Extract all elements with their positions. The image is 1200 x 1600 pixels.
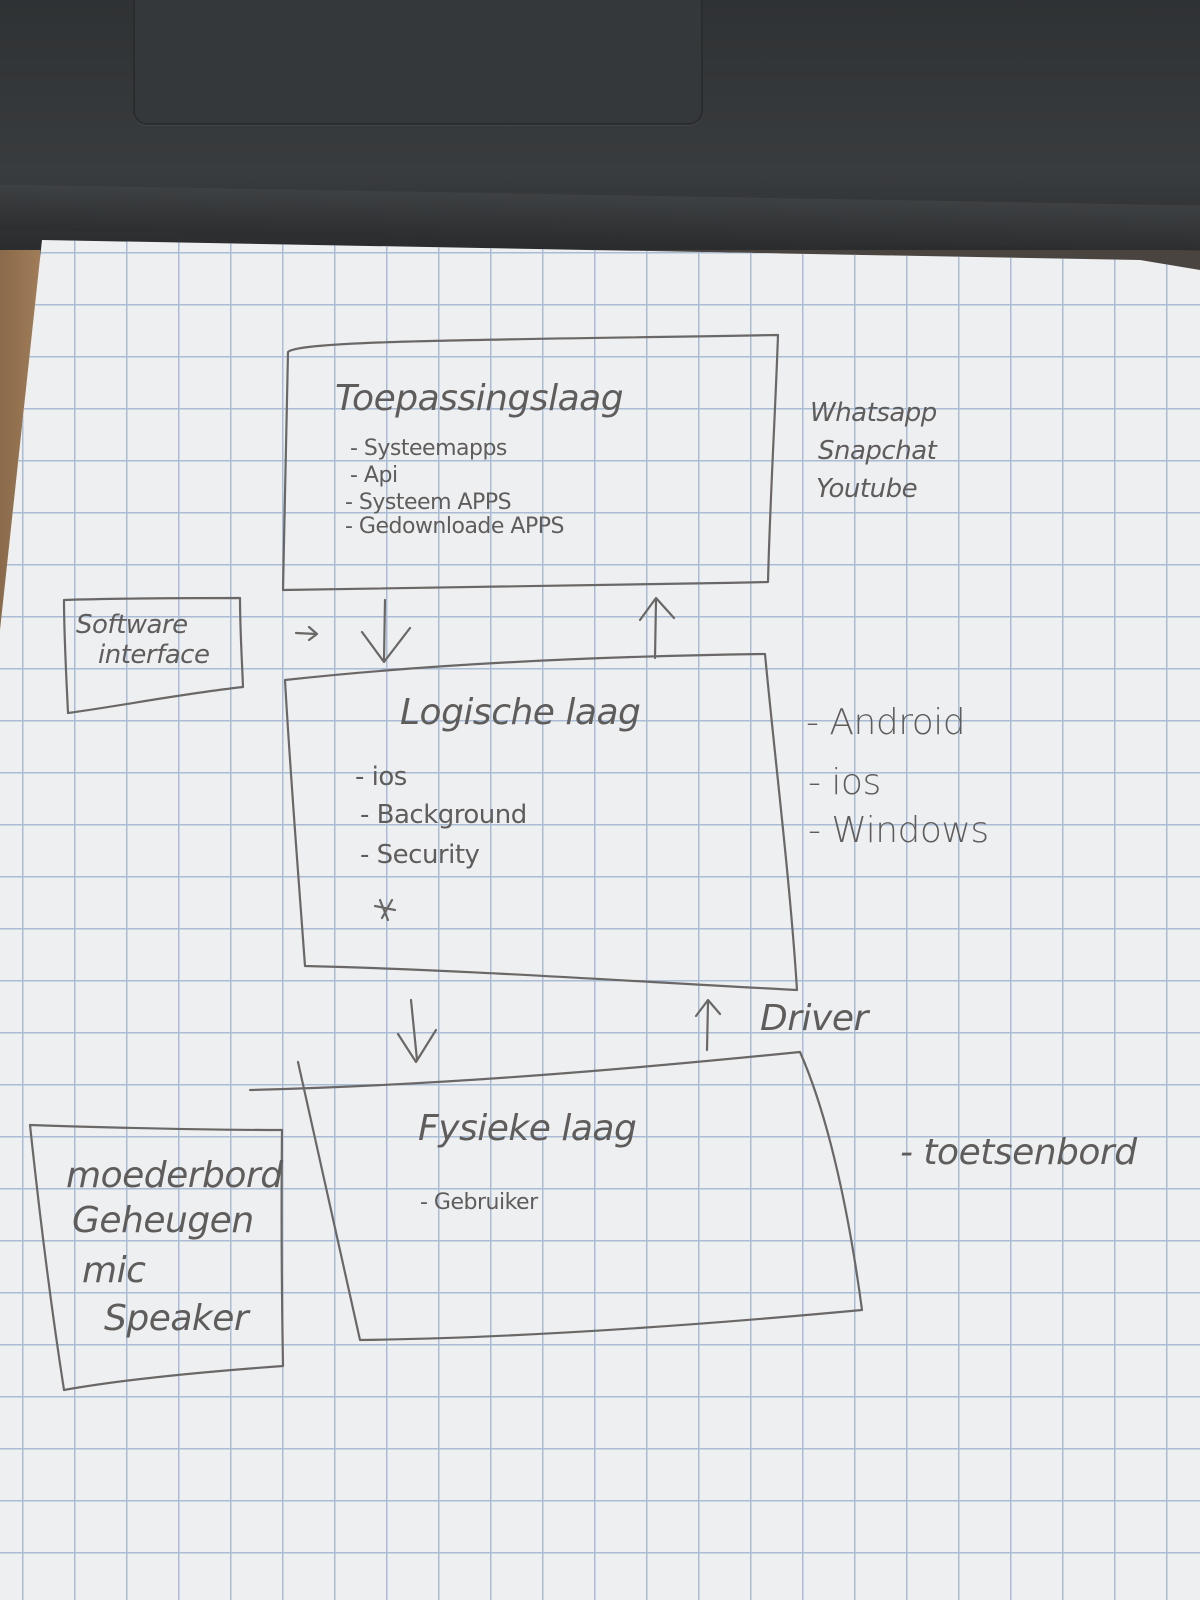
application-layer-title: Toepassingslaag bbox=[335, 378, 624, 419]
arrow-down-1 bbox=[360, 598, 412, 664]
os-example: - Android bbox=[806, 702, 966, 743]
physical-layer-item: - Gebruiker bbox=[420, 1190, 538, 1215]
logical-layer-item: - Background bbox=[360, 800, 527, 830]
application-layer-box bbox=[281, 333, 780, 592]
hardware-label: Geheugen bbox=[72, 1200, 254, 1241]
physical-layer-box bbox=[248, 1050, 864, 1342]
arrow-up-1 bbox=[638, 596, 676, 660]
application-layer-item: - Api bbox=[350, 463, 398, 488]
os-example: - Windows bbox=[808, 810, 989, 851]
app-example: Youtube bbox=[816, 474, 918, 504]
hardware-label: mic bbox=[82, 1250, 146, 1291]
laptop-touchpad bbox=[133, 0, 703, 125]
physical-layer-title: Fysieke laag bbox=[418, 1108, 637, 1149]
app-example: Snapchat bbox=[818, 436, 937, 466]
application-layer-item: - Systeem APPS bbox=[345, 490, 512, 515]
logical-layer-box bbox=[283, 652, 799, 992]
software-interface-label: Software bbox=[76, 610, 188, 640]
laptop-background bbox=[0, 0, 1200, 251]
keyboard-label: - toetsenbord bbox=[900, 1132, 1137, 1173]
logical-layer-item: - ios bbox=[355, 762, 407, 792]
application-layer-item: - Gedownloade APPS bbox=[345, 514, 564, 539]
software-interface-box bbox=[62, 596, 245, 715]
application-layer-item: - Systeemapps bbox=[350, 436, 507, 461]
logical-layer-title: Logische laag bbox=[400, 692, 641, 733]
arrow-up-2 bbox=[694, 998, 722, 1052]
logical-layer-item: - Security bbox=[360, 840, 480, 870]
arrow-down-2 bbox=[396, 998, 438, 1064]
os-example: - ios bbox=[808, 762, 881, 803]
hardware-label: moederbord bbox=[66, 1155, 283, 1196]
software-interface-label: interface bbox=[98, 640, 210, 670]
driver-label: Driver bbox=[760, 998, 868, 1039]
hardware-label: Speaker bbox=[104, 1298, 249, 1339]
arrow-right-small bbox=[294, 625, 319, 642]
app-example: Whatsapp bbox=[810, 398, 937, 428]
hardware-box bbox=[28, 1123, 285, 1392]
star-mark bbox=[373, 898, 397, 922]
